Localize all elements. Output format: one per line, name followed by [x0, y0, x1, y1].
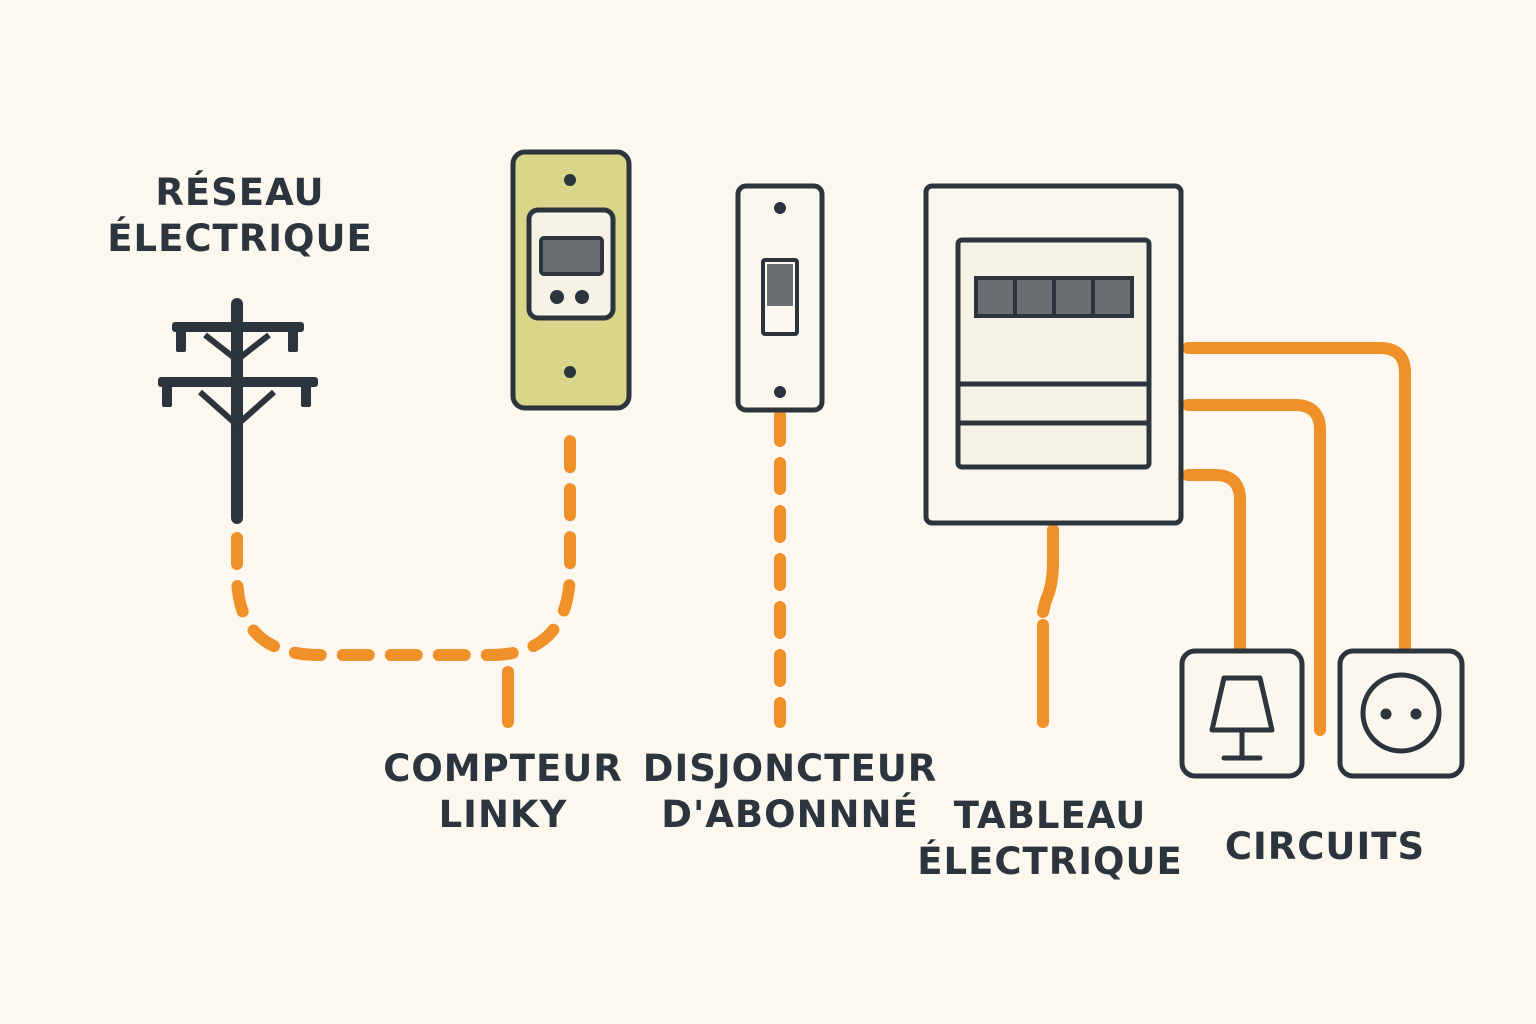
electrical-panel-icon	[923, 183, 1184, 526]
label-compteur-line1: COMPTEUR	[383, 747, 623, 790]
label-disjoncteur-line2: D'ABONNNÉ	[661, 793, 919, 836]
label-compteur-line2: LINKY	[438, 793, 568, 836]
wire-panel-dashed	[1037, 524, 1059, 728]
wire-circuit-1	[1182, 342, 1411, 658]
wire-circuit-3	[1182, 469, 1246, 658]
label-tableau-line1: TABLEAU	[953, 794, 1147, 837]
circuit-breaker-icon	[735, 183, 825, 413]
wire-pole-to-meter	[231, 414, 576, 661]
label-compteur-linky: COMPTEUR LINKY	[383, 746, 623, 838]
linky-meter-icon	[510, 149, 632, 411]
label-tableau-electrique: TABLEAU ÉLECTRIQUE	[917, 793, 1183, 885]
label-reseau-electrique: RÉSEAU ÉLECTRIQUE	[107, 170, 373, 262]
lamp-icon	[1179, 648, 1305, 779]
label-reseau-line2: ÉLECTRIQUE	[107, 217, 373, 260]
label-tableau-line2: ÉLECTRIQUE	[917, 840, 1183, 883]
wire-circuit-2	[1182, 399, 1326, 736]
label-reseau-line1: RÉSEAU	[155, 171, 325, 214]
label-disjoncteur: DISJONCTEUR D'ABONNNÉ	[643, 746, 938, 838]
power-pole-icon	[158, 298, 318, 524]
label-disjoncteur-line1: DISJONCTEUR	[642, 747, 938, 790]
label-circuits-line1: CIRCUITS	[1224, 825, 1426, 868]
wires	[231, 342, 1411, 736]
label-circuits: CIRCUITS	[1225, 824, 1425, 870]
socket-icon	[1337, 648, 1465, 779]
